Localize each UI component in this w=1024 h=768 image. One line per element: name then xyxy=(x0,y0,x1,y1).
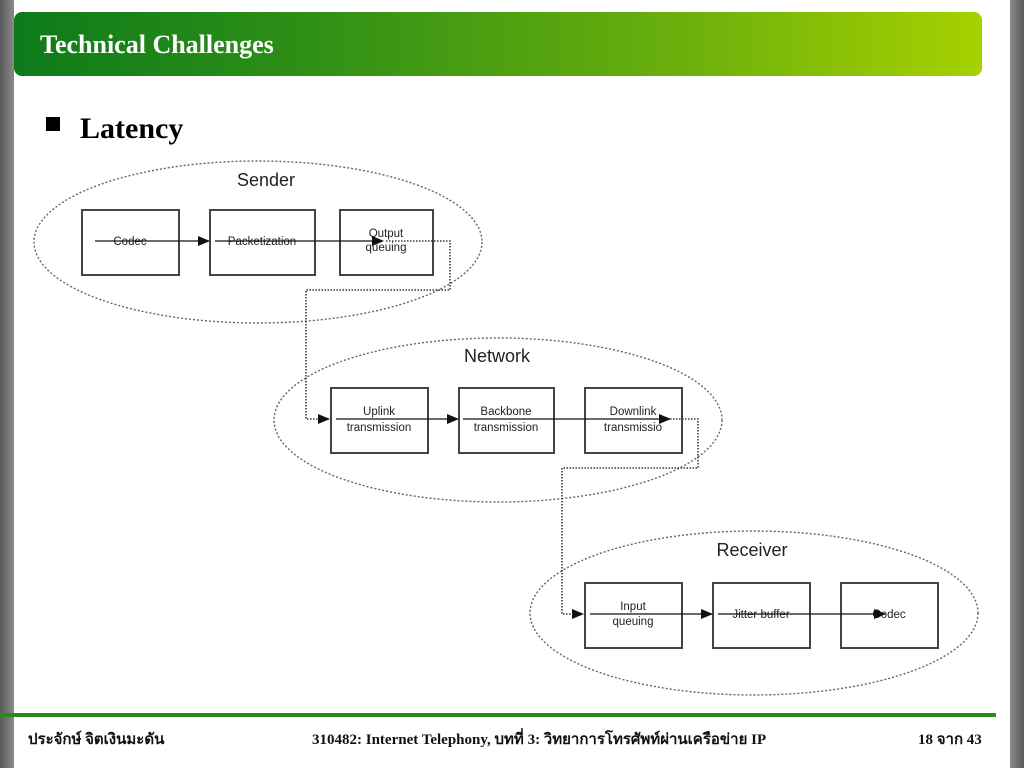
arrow-network-to-input xyxy=(561,418,699,619)
network-group-label: Network xyxy=(464,346,531,366)
footer-author: ประจักษ์ จิตเงินมะดัน xyxy=(28,732,165,748)
network-group-ellipse xyxy=(273,337,723,503)
footer-divider xyxy=(0,713,996,717)
downlink-box xyxy=(584,387,683,454)
title-bar xyxy=(14,12,982,76)
bullet-square-icon xyxy=(46,117,60,131)
packetization-box xyxy=(209,209,316,276)
input-queuing-box xyxy=(584,582,683,649)
footer-page-number: 18 จาก 43 xyxy=(918,732,982,748)
backbone-box xyxy=(458,387,555,454)
codec-tx-box xyxy=(81,209,180,276)
codec-tx-label: Codec xyxy=(113,236,146,248)
jitter-buffer-label: Jitter buffer xyxy=(732,609,789,621)
jitter-buffer-box xyxy=(712,582,811,649)
sender-group-ellipse xyxy=(33,160,483,324)
footer-course: 310482: Internet Telephony, บทที่ 3: วิท… xyxy=(312,732,767,748)
codec-rx-box xyxy=(840,582,939,649)
output-queuing-box xyxy=(339,209,434,276)
uplink-box xyxy=(330,387,429,454)
packetization-label: Packetization xyxy=(228,236,296,248)
receiver-group-ellipse xyxy=(529,530,979,696)
bullet-latency: Latency xyxy=(80,112,184,145)
slide-title: Technical Challenges xyxy=(40,30,274,59)
sender-group-label: Sender xyxy=(237,170,295,190)
codec-rx-label: Codec xyxy=(872,609,905,621)
receiver-group-label: Receiver xyxy=(716,540,787,560)
